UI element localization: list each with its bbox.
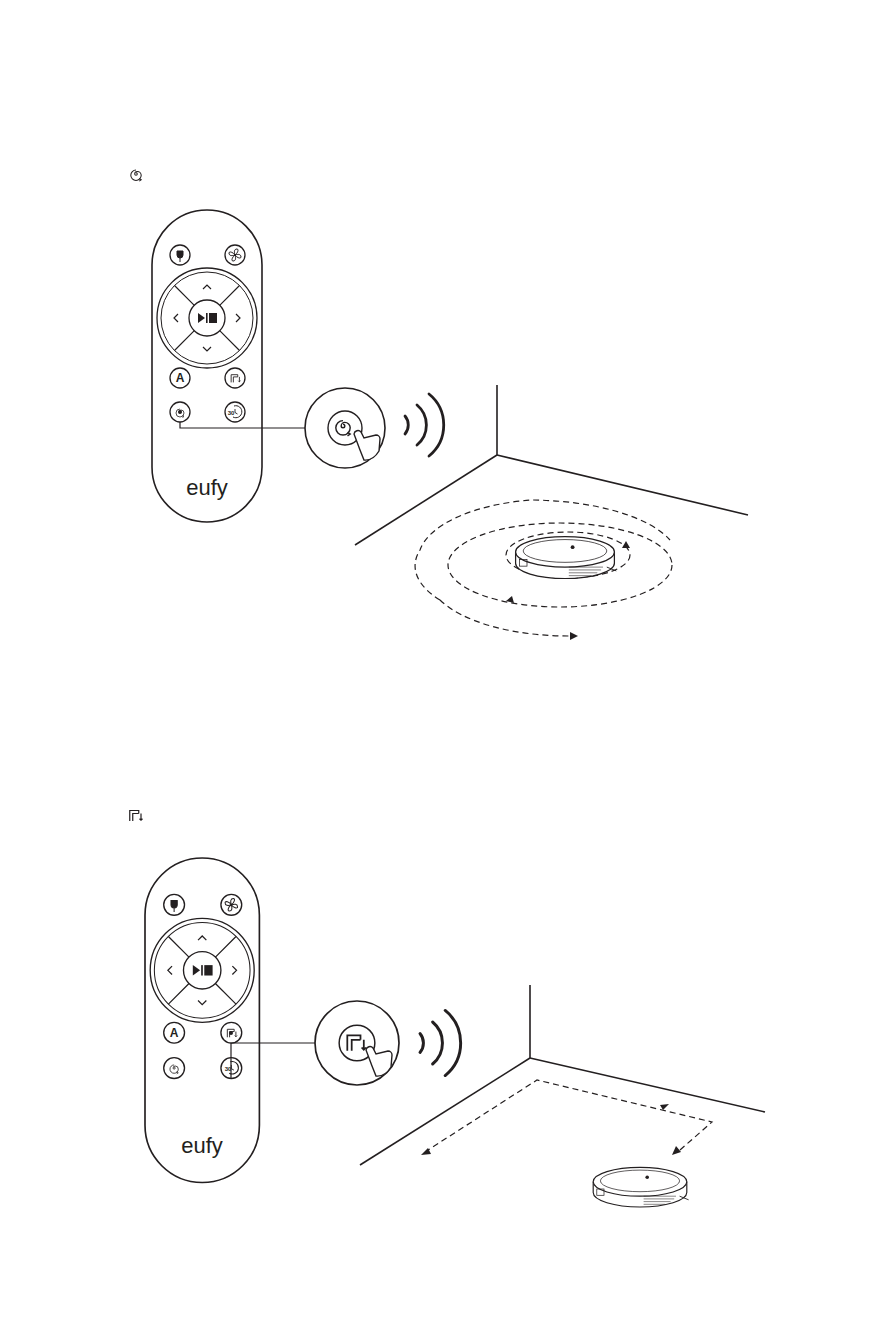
button-number: 30 (225, 1066, 232, 1072)
button-letter: A (170, 1027, 179, 1039)
brand-logo: eufy (181, 1135, 223, 1157)
button-letter: A (176, 372, 185, 384)
button-number: 30 (228, 410, 235, 416)
brand-logo: eufy (186, 477, 228, 499)
